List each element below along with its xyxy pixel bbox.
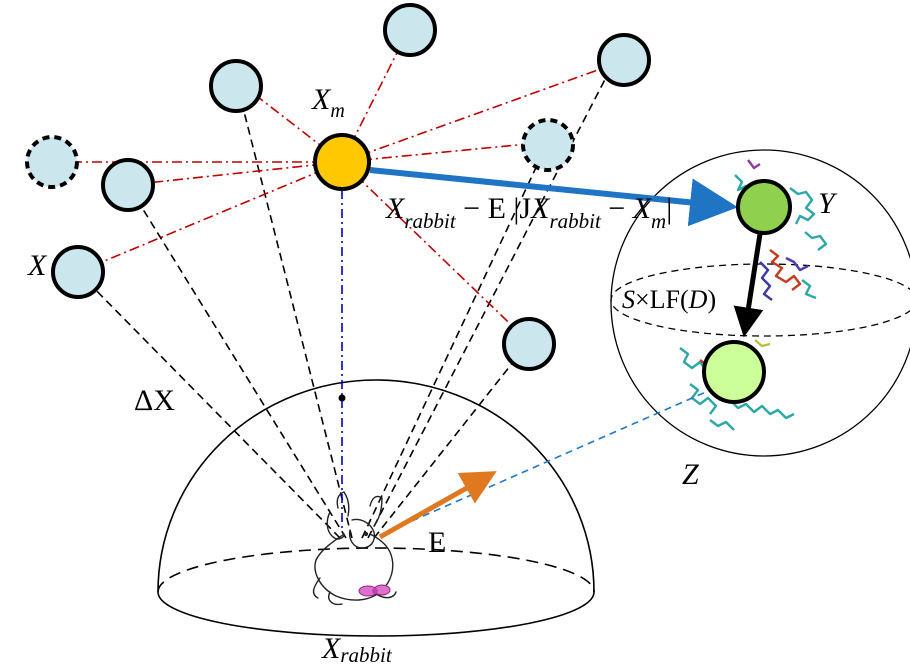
agent-rabbit-links xyxy=(77,61,615,539)
link-xm-agent7 xyxy=(341,161,530,343)
levy-flight-label: S×LF(D) xyxy=(622,285,716,314)
link-agent2-rabbit xyxy=(127,184,347,539)
label-x: X xyxy=(27,249,48,282)
xm-to-y-arrow xyxy=(369,167,738,227)
agents xyxy=(25,3,792,404)
label-delta-x: ΔX xyxy=(134,384,175,417)
label-xrabbit: Xrabbit xyxy=(321,632,393,667)
y-to-z-arrow xyxy=(733,233,764,338)
best-agent-circle xyxy=(313,133,371,191)
link-agent3-rabbit xyxy=(235,79,353,539)
link-xm-ghost2 xyxy=(341,141,549,163)
link-ghost2-rabbit xyxy=(361,141,549,539)
agent-circle-4 xyxy=(383,3,437,57)
y-circle xyxy=(736,179,792,235)
link-x-rabbit xyxy=(77,271,341,539)
rabbit-icon xyxy=(312,491,397,606)
levy-trace-bottom xyxy=(679,339,795,431)
agent-circle-7 xyxy=(502,317,556,371)
formula-label: Xrabbit − E |JXrabbit − Xm| xyxy=(385,192,672,233)
label-xm: Xm xyxy=(311,83,345,122)
agent-circle-6 xyxy=(597,33,651,87)
levy-sphere xyxy=(610,149,910,457)
z-rabbit-link xyxy=(379,387,716,536)
link-xm-agent2 xyxy=(127,161,343,186)
link-agent7-rabbit xyxy=(373,341,530,539)
link-xm-x xyxy=(77,161,343,273)
agent-circle-2 xyxy=(101,158,155,212)
label-e: E xyxy=(428,526,446,559)
label-z: Z xyxy=(682,458,699,491)
midpoint-dot xyxy=(338,394,346,402)
ghost-agent-right xyxy=(521,118,575,172)
agent-circle-x xyxy=(51,245,105,299)
hemisphere xyxy=(157,379,595,637)
link-xm-agent6 xyxy=(341,61,621,163)
escape-energy-arrow xyxy=(378,471,497,540)
z-circle xyxy=(702,340,766,404)
ghost-agent-left xyxy=(25,135,79,189)
label-y: Y xyxy=(818,187,838,220)
rabbit-bow xyxy=(358,584,391,597)
agent-circle-3 xyxy=(209,59,263,113)
link-agent6-rabbit xyxy=(367,61,615,539)
